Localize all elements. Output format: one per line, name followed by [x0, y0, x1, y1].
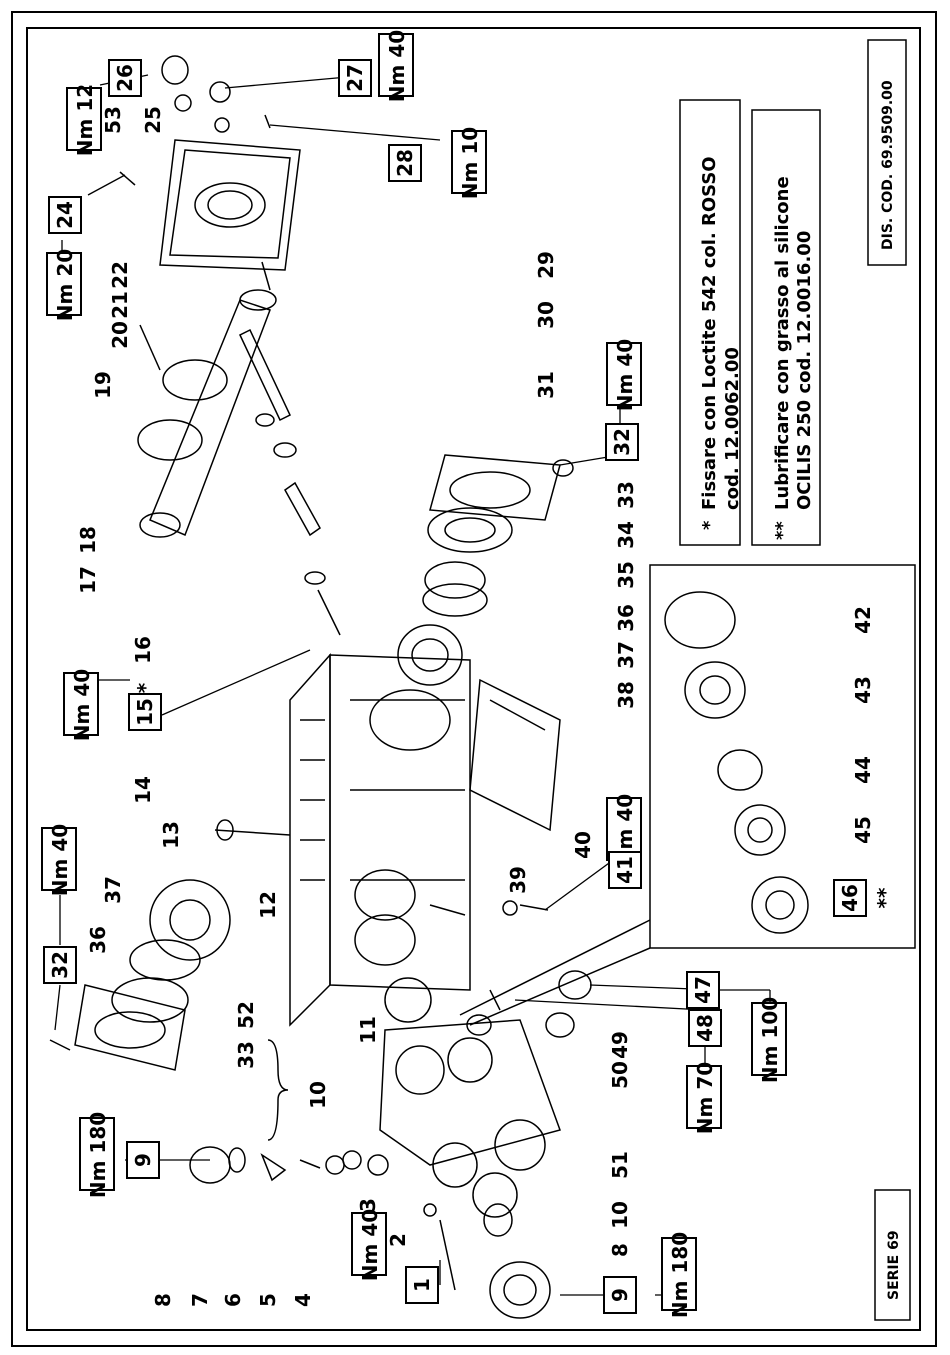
torque-label: Nm 40 — [70, 669, 94, 741]
part-number: 16 — [131, 636, 155, 664]
part-number: 40 — [571, 831, 595, 859]
torque-label: Nm 40 — [358, 1209, 382, 1281]
part-number: 12 — [256, 891, 280, 919]
part-number: 36 — [86, 926, 110, 954]
boxed-number: 27 — [343, 64, 367, 92]
note-text: OCILIS 250 cod. 12.0016.00 — [794, 231, 815, 510]
drawing-code: DIS. COD. 69.9509.00 — [880, 80, 896, 250]
part-number: 34 — [614, 521, 638, 549]
part-number: 4 — [291, 1293, 315, 1307]
note-box-grease — [751, 109, 821, 546]
part-number: 21 — [108, 291, 132, 319]
part-number: 25 — [141, 106, 165, 134]
torque-label: Nm 100 — [758, 997, 782, 1083]
part-number: 10 — [608, 1201, 632, 1229]
part-number: 8 — [608, 1243, 632, 1257]
boxed-number: 32 — [48, 951, 72, 979]
part-number: 42 — [851, 606, 875, 634]
part-number: 50 — [608, 1061, 632, 1089]
torque-label: Nm 40 — [48, 824, 72, 896]
torque-label: Nm 70 — [693, 1062, 717, 1134]
boxed-number: 32 — [610, 428, 634, 456]
part-number: 49 — [608, 1031, 632, 1059]
part-number: 36 — [614, 604, 638, 632]
note-text: Fissare con Loctite 542 col. ROSSO — [699, 156, 720, 510]
note-mark: ** — [772, 521, 793, 540]
drawing-code-box — [867, 39, 907, 266]
note-box-loctite — [679, 99, 741, 546]
part-number: 17 — [76, 566, 100, 594]
part-number: 2 — [386, 1233, 410, 1247]
boxed-number: 9 — [131, 1153, 155, 1167]
boxed-number: 41 — [613, 856, 637, 884]
group-bracket — [267, 1039, 289, 1141]
boxed-number: 28 — [393, 149, 417, 177]
part-number: 35 — [614, 561, 638, 589]
part-number: 11 — [356, 1016, 380, 1044]
part-number: 38 — [614, 681, 638, 709]
series-box — [874, 1189, 911, 1321]
inner-frame — [26, 27, 921, 1331]
part-number: 52 — [234, 1001, 258, 1029]
part-number: 37 — [614, 641, 638, 669]
part-number: 30 — [534, 301, 558, 329]
part-number: 18 — [76, 526, 100, 554]
part-number: 39 — [506, 866, 530, 894]
boxed-number: 24 — [53, 201, 77, 229]
asterisk-mark: * — [133, 682, 157, 693]
boxed-number: 9 — [608, 1288, 632, 1302]
line-art — [49, 55, 916, 1319]
boxed-number: 15 — [133, 698, 157, 726]
leader-lines — [54, 74, 771, 1296]
torque-label: Nm 180 — [668, 1232, 692, 1318]
part-number: 20 — [108, 321, 132, 349]
torque-label: Nm 180 — [86, 1112, 110, 1198]
torque-label: Nm 10 — [458, 127, 482, 199]
part-number: 45 — [851, 816, 875, 844]
torque-label: Nm 40 — [613, 339, 637, 411]
boxed-number: 26 — [113, 64, 137, 92]
part-number: 8 — [151, 1293, 175, 1307]
torque-label: Nm 20 — [53, 249, 77, 321]
part-number: 44 — [851, 756, 875, 784]
part-number: 29 — [534, 251, 558, 279]
part-number: 33 — [614, 481, 638, 509]
note-text: Lubrificare con grasso al silicone — [772, 176, 793, 510]
double-asterisk-mark: ** — [873, 887, 897, 908]
series-label: SERIE 69 — [886, 1230, 902, 1300]
boxed-number: 1 — [410, 1278, 434, 1292]
part-number: 10 — [306, 1081, 330, 1109]
boxed-number: 46 — [838, 884, 862, 912]
part-number: 43 — [851, 676, 875, 704]
part-number: 6 — [221, 1293, 245, 1307]
part-number: 51 — [608, 1151, 632, 1179]
part-number: 33 — [234, 1041, 258, 1069]
boxed-number: 47 — [691, 976, 715, 1004]
note-mark: * — [699, 520, 720, 530]
part-number: 13 — [159, 821, 183, 849]
part-number: 37 — [101, 876, 125, 904]
part-number: 14 — [131, 776, 155, 804]
part-number: 53 — [101, 106, 125, 134]
torque-label: Nm 12 — [73, 84, 97, 156]
note-text: cod. 12.0062.00 — [722, 347, 743, 510]
part-number: 19 — [91, 371, 115, 399]
boxed-number: 48 — [693, 1014, 717, 1042]
page-frame — [11, 11, 937, 1347]
part-number: 22 — [108, 261, 132, 289]
part-number: 3 — [356, 1198, 380, 1212]
labels: Nm 12 26 Nm 40 27 28 Nm 10 24 Nm 20 — [41, 30, 911, 1321]
part-number: 5 — [256, 1293, 280, 1307]
part-number: 31 — [534, 371, 558, 399]
torque-label: Nm 40 — [385, 30, 409, 102]
part-number: 7 — [188, 1293, 212, 1307]
